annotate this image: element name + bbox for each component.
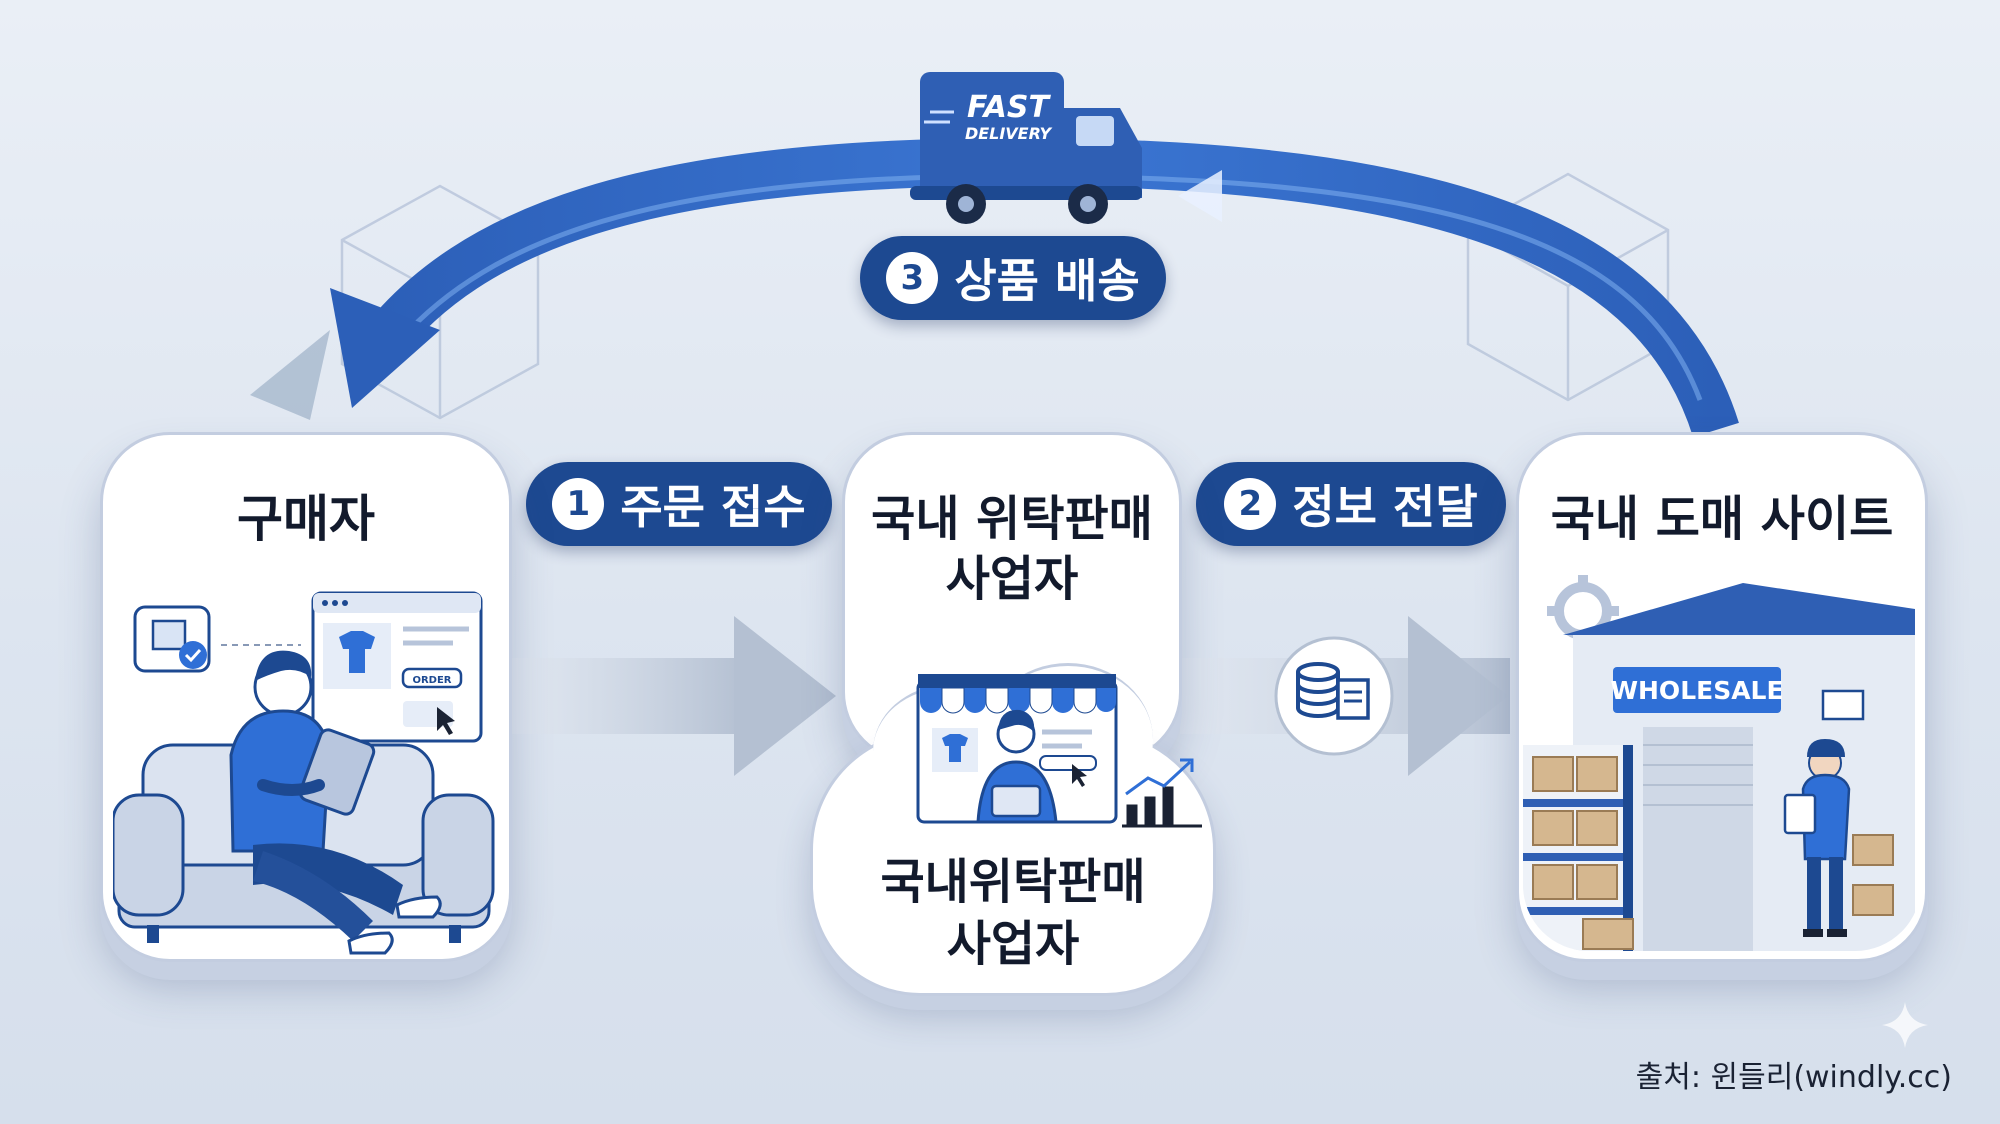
order-flow-arrow [512,616,836,776]
source-credit: 출처: 윈들리(windly.cc) [1635,1060,1952,1095]
step-3-number: 3 [886,252,939,304]
seller-cloud-line2: 사업자 [946,916,1080,972]
step-2-number: 2 [1224,478,1277,530]
wholesale-title: 국내 도매 사이트 [1550,491,1894,547]
step-3-label: 상품 배송 [954,254,1140,308]
step-1-number: 1 [552,478,605,530]
step-2-badge: 2 정보 전달 [1196,462,1506,546]
warehouse-illustration: WHOLESALE [1523,575,1915,951]
buyer-card: 구매자 ORDER [100,432,512,962]
truck-label-fast: FAST [967,90,1049,125]
buyer-title: 구매자 [237,490,375,548]
step-2-label: 정보 전달 [1292,480,1478,534]
data-transfer-badge [1274,636,1394,756]
seller-cloud-line1: 국내위탁판매 [880,854,1146,910]
truck-icon [910,72,1142,224]
wholesale-card: 국내 도매 사이트 WHOLESALE [1516,432,1928,962]
truck-label-delivery: DELIVERY [964,124,1052,143]
truck-label: FAST DELIVERY [958,92,1058,144]
browser-window-icon: ORDER [311,591,483,743]
buyer-person-illustration [229,650,442,955]
wholesale-sign: WHOLESALE [1610,676,1783,705]
sparkle-icon [1882,1002,1928,1048]
step-1-label: 주문 접수 [620,480,806,534]
arc-arrowhead-left [330,288,440,408]
growth-chart-icon [1122,758,1202,828]
order-bubble-icon [133,605,211,673]
buyer-illustration: ORDER [113,591,495,955]
order-button-label: ORDER [412,675,451,686]
step-1-badge: 1 주문 접수 [526,462,832,546]
worker-illustration [1783,739,1851,937]
document-icon [1336,678,1370,720]
step-3-badge: 3 상품 배송 [860,236,1166,320]
shelf-boxes [1523,745,1894,951]
storefront-illustration [916,674,1202,828]
seller-title-line1: 국내 위탁판매 [871,491,1153,547]
seller-cloud-text: 국내위탁판매 사업자 [813,851,1213,975]
arc-chevron [1178,170,1222,222]
seller-title-line2: 사업자 [945,551,1079,607]
